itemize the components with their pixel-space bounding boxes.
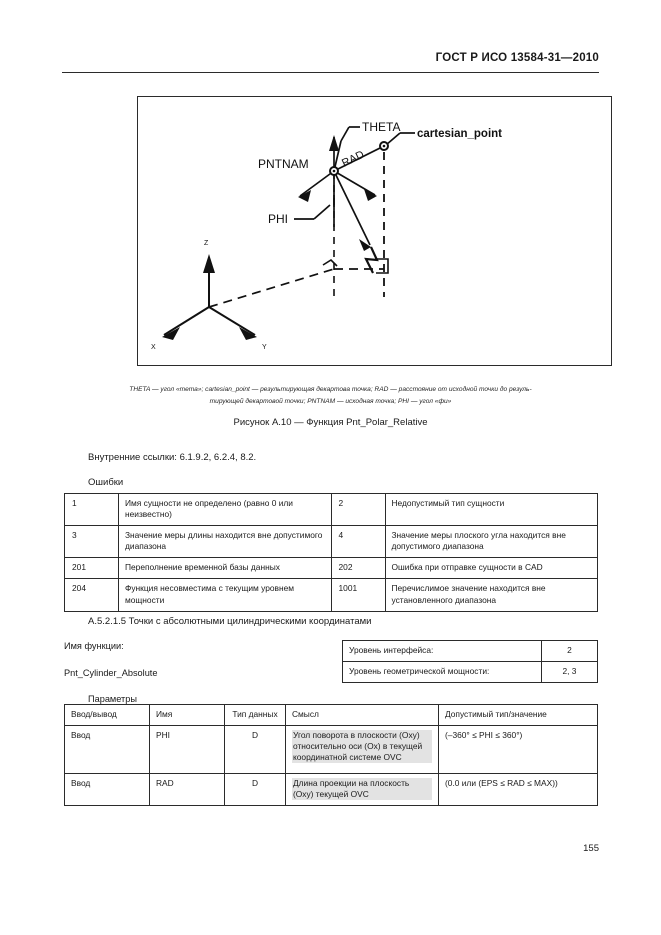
figure-legend-line-2: тирующей декартовой точки; PNTNAM — исхо… (209, 398, 452, 406)
figure-label-rad: RAD (340, 149, 366, 170)
error-code-right: 1001 (330, 578, 386, 612)
figure-legend-line-1: THETA — угол «тета»; cartesian_point — р… (129, 386, 532, 393)
error-code-left: 3 (64, 525, 119, 559)
column-header-allowed: Допустимый тип/значение (438, 703, 598, 727)
function-name-value: Pnt_Cylinder_Absolute (64, 668, 158, 678)
table-row: 201 Переполнение временной базы данных 2… (64, 557, 598, 580)
figure-a10-box: THETA cartesian_point RAD PNTNAM PHI (137, 96, 612, 366)
error-text-right: Недопустимый тип сущности (384, 492, 598, 527)
error-text-right: Значение меры плоского угла находится вн… (384, 525, 598, 559)
param-name: RAD (149, 773, 225, 807)
column-header-meaning: Смысл (285, 703, 439, 727)
error-code-right: 202 (330, 557, 386, 580)
figure-label-pntnam: PNTNAM (258, 157, 309, 171)
error-code-left: 204 (64, 578, 119, 612)
error-text-right: Ошибка при отправке сущности в CAD (384, 557, 598, 580)
table-header-row: Ввод/вывод Имя Тип данных Смысл Допустим… (64, 703, 598, 727)
errors-section-label: Ошибки (88, 477, 124, 488)
errors-table: 1 Имя сущности не определено (равно 0 ил… (64, 492, 598, 612)
figure-label-axis-z: Z (204, 240, 209, 247)
arrowhead-phi-ray (298, 190, 311, 202)
figure-label-theta: THETA (362, 120, 400, 134)
error-code-right: 4 (330, 525, 386, 559)
interface-level-value: 2 (541, 639, 598, 663)
param-meaning: Угол поворота в плоскости (Oxy) относите… (285, 725, 439, 775)
param-allowed: (–360° ≤ PHI ≤ 360°) (438, 725, 598, 775)
column-header-io: Ввод/вывод (64, 703, 150, 727)
table-row: Ввод PHI D Угол поворота в плоскости (Ox… (64, 725, 598, 775)
interface-level-label: Уровень интерфейса: (342, 639, 542, 663)
internal-references: Внутренние ссылки: 6.1.9.2, 6.2.4, 8.2. (88, 452, 257, 463)
param-type: D (224, 773, 286, 807)
error-code-left: 1 (64, 492, 119, 527)
table-row: Ввод RAD D Длина проекции на плоскость (… (64, 773, 598, 807)
figure-caption: Рисунок А.10 — Функция Pnt_Polar_Relativ… (233, 417, 428, 428)
parameters-table: Ввод/вывод Имя Тип данных Смысл Допустим… (64, 703, 598, 807)
arrowhead-vertical-axis (329, 135, 339, 151)
geometric-power-level-value: 2, 3 (541, 661, 598, 684)
error-code-left: 201 (64, 557, 119, 580)
figure-label-axis-x: X (151, 344, 156, 351)
error-text-left: Переполнение временной базы данных (118, 557, 332, 580)
section-heading: А.5.2.1.5 Точки с абсолютными цилиндриче… (88, 616, 372, 627)
column-header-name: Имя (149, 703, 225, 727)
error-text-left: Значение меры длины находится вне допуст… (118, 525, 332, 559)
column-header-type: Тип данных (224, 703, 286, 727)
table-row: 3 Значение меры длины находится вне допу… (64, 525, 598, 559)
arrowhead-lower-ray (359, 239, 371, 251)
parameters-label: Параметры (88, 694, 137, 704)
geometric-power-level-label: Уровень геометрической мощности: (342, 661, 542, 684)
document-standard-code: ГОСТ Р ИСО 13584-31—2010 (435, 52, 599, 64)
levels-table: Уровень интерфейса: 2 Уровень геометриче… (342, 639, 598, 684)
arrowhead-z-axis (203, 254, 215, 273)
param-meaning-text: Угол поворота в плоскости (Oxy) относите… (292, 730, 432, 764)
param-name: PHI (149, 725, 225, 775)
param-type: D (224, 725, 286, 775)
arrowhead-y-axis (239, 327, 257, 340)
header-divider (62, 72, 599, 73)
page-number: 155 (583, 843, 599, 854)
param-meaning-text: Длина проекции на плоскость (Oxy) текуще… (292, 778, 432, 801)
error-text-left: Имя сущности не определено (равно 0 или … (118, 492, 332, 527)
figure-legend: THETA — угол «тета»; cartesian_point — р… (62, 384, 599, 408)
figure-label-phi: PHI (268, 212, 288, 226)
error-text-left: Функция несовместима с текущим уровнем м… (118, 578, 332, 612)
figure-label-cartesian-point: cartesian_point (417, 128, 502, 140)
arrowhead-x-axis (162, 327, 180, 340)
error-text-right: Перечислимое значение находится вне уста… (384, 578, 598, 612)
figure-label-axis-y: Y (262, 344, 267, 351)
param-io: Ввод (64, 725, 150, 775)
function-name-label: Имя функции: (64, 641, 124, 651)
error-code-right: 2 (330, 492, 386, 527)
table-row: 204 Функция несовместима с текущим уровн… (64, 578, 598, 612)
table-row: Уровень геометрической мощности: 2, 3 (342, 661, 598, 684)
arrowhead-right-ray (364, 189, 377, 201)
param-io: Ввод (64, 773, 150, 807)
param-meaning: Длина проекции на плоскость (Oxy) текуще… (285, 773, 439, 807)
figure-a10-diagram: THETA cartesian_point RAD PNTNAM PHI (151, 120, 502, 351)
table-row: 1 Имя сущности не определено (равно 0 ил… (64, 492, 598, 527)
param-allowed: (0.0 или (EPS ≤ RAD ≤ MAX)) (438, 773, 598, 807)
table-row: Уровень интерфейса: 2 (342, 639, 598, 663)
